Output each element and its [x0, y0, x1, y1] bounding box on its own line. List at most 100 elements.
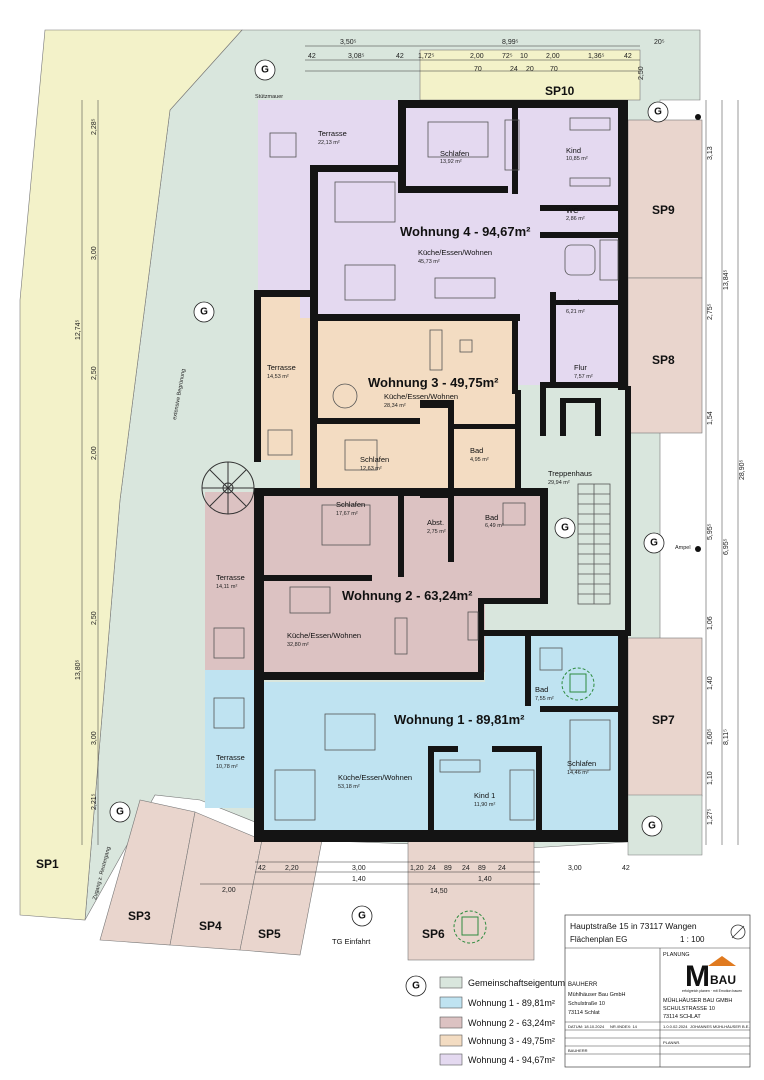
dimension-lines — [81, 45, 739, 885]
room-area: 2,75 m² — [427, 529, 446, 535]
room-area: 7,57 m² — [574, 374, 593, 380]
g-markers: G G G G G G G G G — [109, 59, 669, 997]
bottom-dimensions: 42 2,20 3,00 1,20 24 89 24 89 24 3,00 42… — [222, 865, 630, 895]
room-area: 6,49 m² — [485, 523, 504, 529]
svg-text:24: 24 — [510, 66, 518, 73]
tb-bauherr-2: Schulstraße 10 — [568, 1001, 605, 1007]
wheelchair-parking-icon — [453, 910, 487, 944]
svg-text:2,00: 2,00 — [222, 887, 236, 894]
stuetzmauer-label: Stützmauer — [255, 94, 283, 100]
svg-text:14,50: 14,50 — [430, 888, 448, 895]
room-name: Treppenhaus — [548, 469, 592, 478]
tb-company-1: MÜHLHÄUSER BAU GMBH — [663, 997, 732, 1004]
room-name: Küche/Essen/Wohnen — [418, 248, 492, 257]
room-area: 22,13 m² — [318, 140, 340, 146]
tb-address: Hauptstraße 15 in 73117 Wangen — [570, 921, 697, 931]
right-dimensions: 28,90⁵ 13,84⁵ 6,95⁵ 8,11⁵ 3,13 2,75⁵ 1,5… — [707, 146, 746, 825]
legend-label: Gemeinschaftseigentum — [468, 978, 565, 988]
room-area: 14,53 m² — [267, 374, 289, 380]
parking-label: SP1 — [36, 857, 59, 871]
legend: Gemeinschaftseigentum Wohnung 1 - 89,81m… — [439, 976, 565, 1066]
svg-text:89: 89 — [444, 865, 452, 872]
svg-text:1,40: 1,40 — [707, 676, 714, 690]
room-area: 32,80 m² — [287, 642, 309, 648]
parking-sp7-area — [627, 637, 703, 797]
svg-text:1,10: 1,10 — [707, 771, 714, 785]
svg-text:3,00: 3,00 — [352, 865, 366, 872]
room-name: Bad — [485, 513, 498, 522]
svg-text:13,84⁵: 13,84⁵ — [723, 269, 730, 290]
svg-text:2,20: 2,20 — [285, 865, 299, 872]
svg-text:24: 24 — [498, 865, 506, 872]
svg-text:3,13: 3,13 — [707, 146, 714, 160]
tb-bauherr-1: Mühlhäuser Bau GmbH — [568, 992, 625, 998]
room-name: Bad — [470, 446, 483, 455]
svg-text:42: 42 — [258, 865, 266, 872]
legend-label: Wohnung 3 - 49,75m² — [468, 1036, 555, 1046]
wohnung-4-title: Wohnung 4 - 94,67m² — [400, 224, 531, 239]
wohnung-2-fill — [205, 492, 540, 672]
ampel-point-icon — [695, 546, 701, 552]
room-area: 13,92 m² — [440, 159, 462, 165]
legend-swatch — [439, 976, 463, 989]
left-dimensions: 12,74⁵ 13,80⁵ 2,28⁵ 3,00 2,50 2,00 2,50 … — [75, 118, 98, 810]
company-logo: M BAU erfolgreich planen · mit Emotion b… — [682, 956, 742, 993]
svg-text:1,36⁵: 1,36⁵ — [588, 53, 605, 60]
room-name: Kind — [566, 146, 581, 155]
right-lower-common-area — [627, 794, 703, 856]
top-dimensions: 3,50⁵ 8,99⁵ 20⁵ 42 3,08⁵ 42 1,72⁵ 2,00 7… — [308, 39, 665, 80]
svg-text:1,72⁵: 1,72⁵ — [418, 53, 435, 60]
svg-text:42: 42 — [396, 53, 404, 60]
svg-text:12,74⁵: 12,74⁵ — [75, 319, 82, 340]
room-area: 10,78 m² — [216, 764, 238, 770]
ampel-label: Ampel — [675, 545, 691, 551]
tb-datum: DATUM: 18.10.2024 — [568, 1024, 605, 1029]
wheelchair-icon — [561, 667, 595, 701]
wohnung-1-title: Wohnung 1 - 89,81m² — [394, 712, 525, 727]
svg-text:2,28⁵: 2,28⁵ — [91, 118, 98, 135]
svg-text:2,75⁵: 2,75⁵ — [707, 303, 714, 320]
parking-sp8-area — [627, 277, 703, 434]
room-area: 11,90 m² — [474, 802, 495, 808]
svg-text:M: M — [685, 960, 710, 993]
g-marker: G — [412, 981, 420, 992]
parking-label: SP9 — [652, 203, 675, 217]
room-name: Küche/Essen/Wohnen — [384, 392, 458, 401]
g-marker: G — [358, 911, 366, 922]
wohnung-3-title: Wohnung 3 - 49,75m² — [368, 375, 499, 390]
room-name: Terrasse — [318, 129, 347, 138]
tb-scale: 1 : 100 — [680, 935, 705, 944]
svg-text:8,11⁵: 8,11⁵ — [723, 729, 730, 745]
g-marker: G — [200, 307, 208, 318]
g-marker: G — [561, 523, 569, 534]
svg-text:3,00: 3,00 — [568, 865, 582, 872]
parking-label: SP6 — [422, 927, 445, 941]
tb-index: NR./INDEX: 14 — [610, 1024, 638, 1029]
svg-text:89: 89 — [478, 865, 486, 872]
svg-text:3,00: 3,00 — [91, 731, 98, 745]
g-marker: G — [648, 821, 656, 832]
room-name: Schlafen — [440, 149, 469, 158]
legend-swatch — [439, 1053, 463, 1066]
svg-text:2,00: 2,00 — [470, 53, 484, 60]
tb-plan: Flächenplan EG — [570, 935, 627, 944]
parking-sp6-area — [407, 839, 535, 961]
parking-label: SP8 — [652, 353, 675, 367]
parking-label: SP3 — [128, 909, 151, 923]
legend-swatch — [439, 1034, 463, 1047]
svg-text:1,06: 1,06 — [707, 616, 714, 630]
legend-swatch — [439, 996, 463, 1009]
svg-text:72⁵: 72⁵ — [502, 53, 513, 60]
legend-label: Wohnung 4 - 94,67m² — [468, 1055, 555, 1065]
legend-label: Wohnung 2 - 63,24m² — [468, 1018, 555, 1028]
parking-label: SP7 — [652, 713, 675, 727]
room-area: 6,21 m² — [566, 309, 585, 315]
legend-swatch — [439, 1016, 463, 1029]
room-area: 45,73 m² — [418, 259, 440, 265]
tb-bauherr-3: 73114 Schlat — [568, 1010, 600, 1016]
svg-text:8,99⁵: 8,99⁵ — [502, 39, 519, 46]
room-name: Terrasse — [216, 753, 245, 762]
furniture — [213, 117, 619, 821]
parking-labels: SP1 SP3 SP4 SP5 SP6 SP7 SP8 SP9 SP10 — [36, 84, 675, 941]
room-name: Schlafen — [567, 759, 596, 768]
